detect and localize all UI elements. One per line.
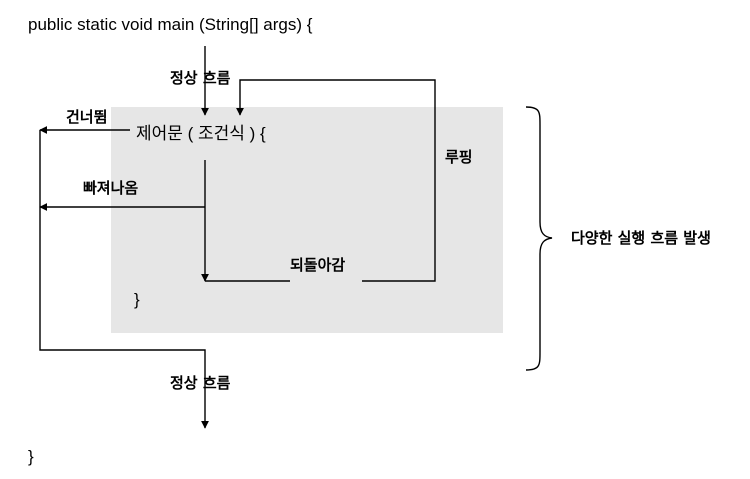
outer-close-brace: } — [28, 447, 34, 466]
return-back-label: 되돌아감 — [290, 256, 345, 274]
normal-flow-top-label: 정상 흐름 — [170, 69, 231, 87]
exit-path-line — [39, 130, 209, 429]
inner-close-brace: } — [134, 290, 140, 309]
main-signature-text: public static void main (String[] args) … — [28, 15, 313, 34]
looping-label: 루핑 — [445, 148, 473, 166]
looping-arrow — [236, 79, 436, 282]
skip-label: 건너뜀 — [66, 108, 107, 126]
normal-flow-bottom-label: 정상 흐름 — [170, 374, 231, 392]
break-out-label: 빠져나옴 — [83, 179, 138, 197]
various-flow-label: 다양한 실행 흐름 발생 — [571, 229, 711, 247]
right-curly-brace — [525, 106, 553, 371]
control-statement-text: 제어문 ( 조건식 ) { — [136, 124, 266, 143]
control-block-background — [111, 107, 503, 333]
